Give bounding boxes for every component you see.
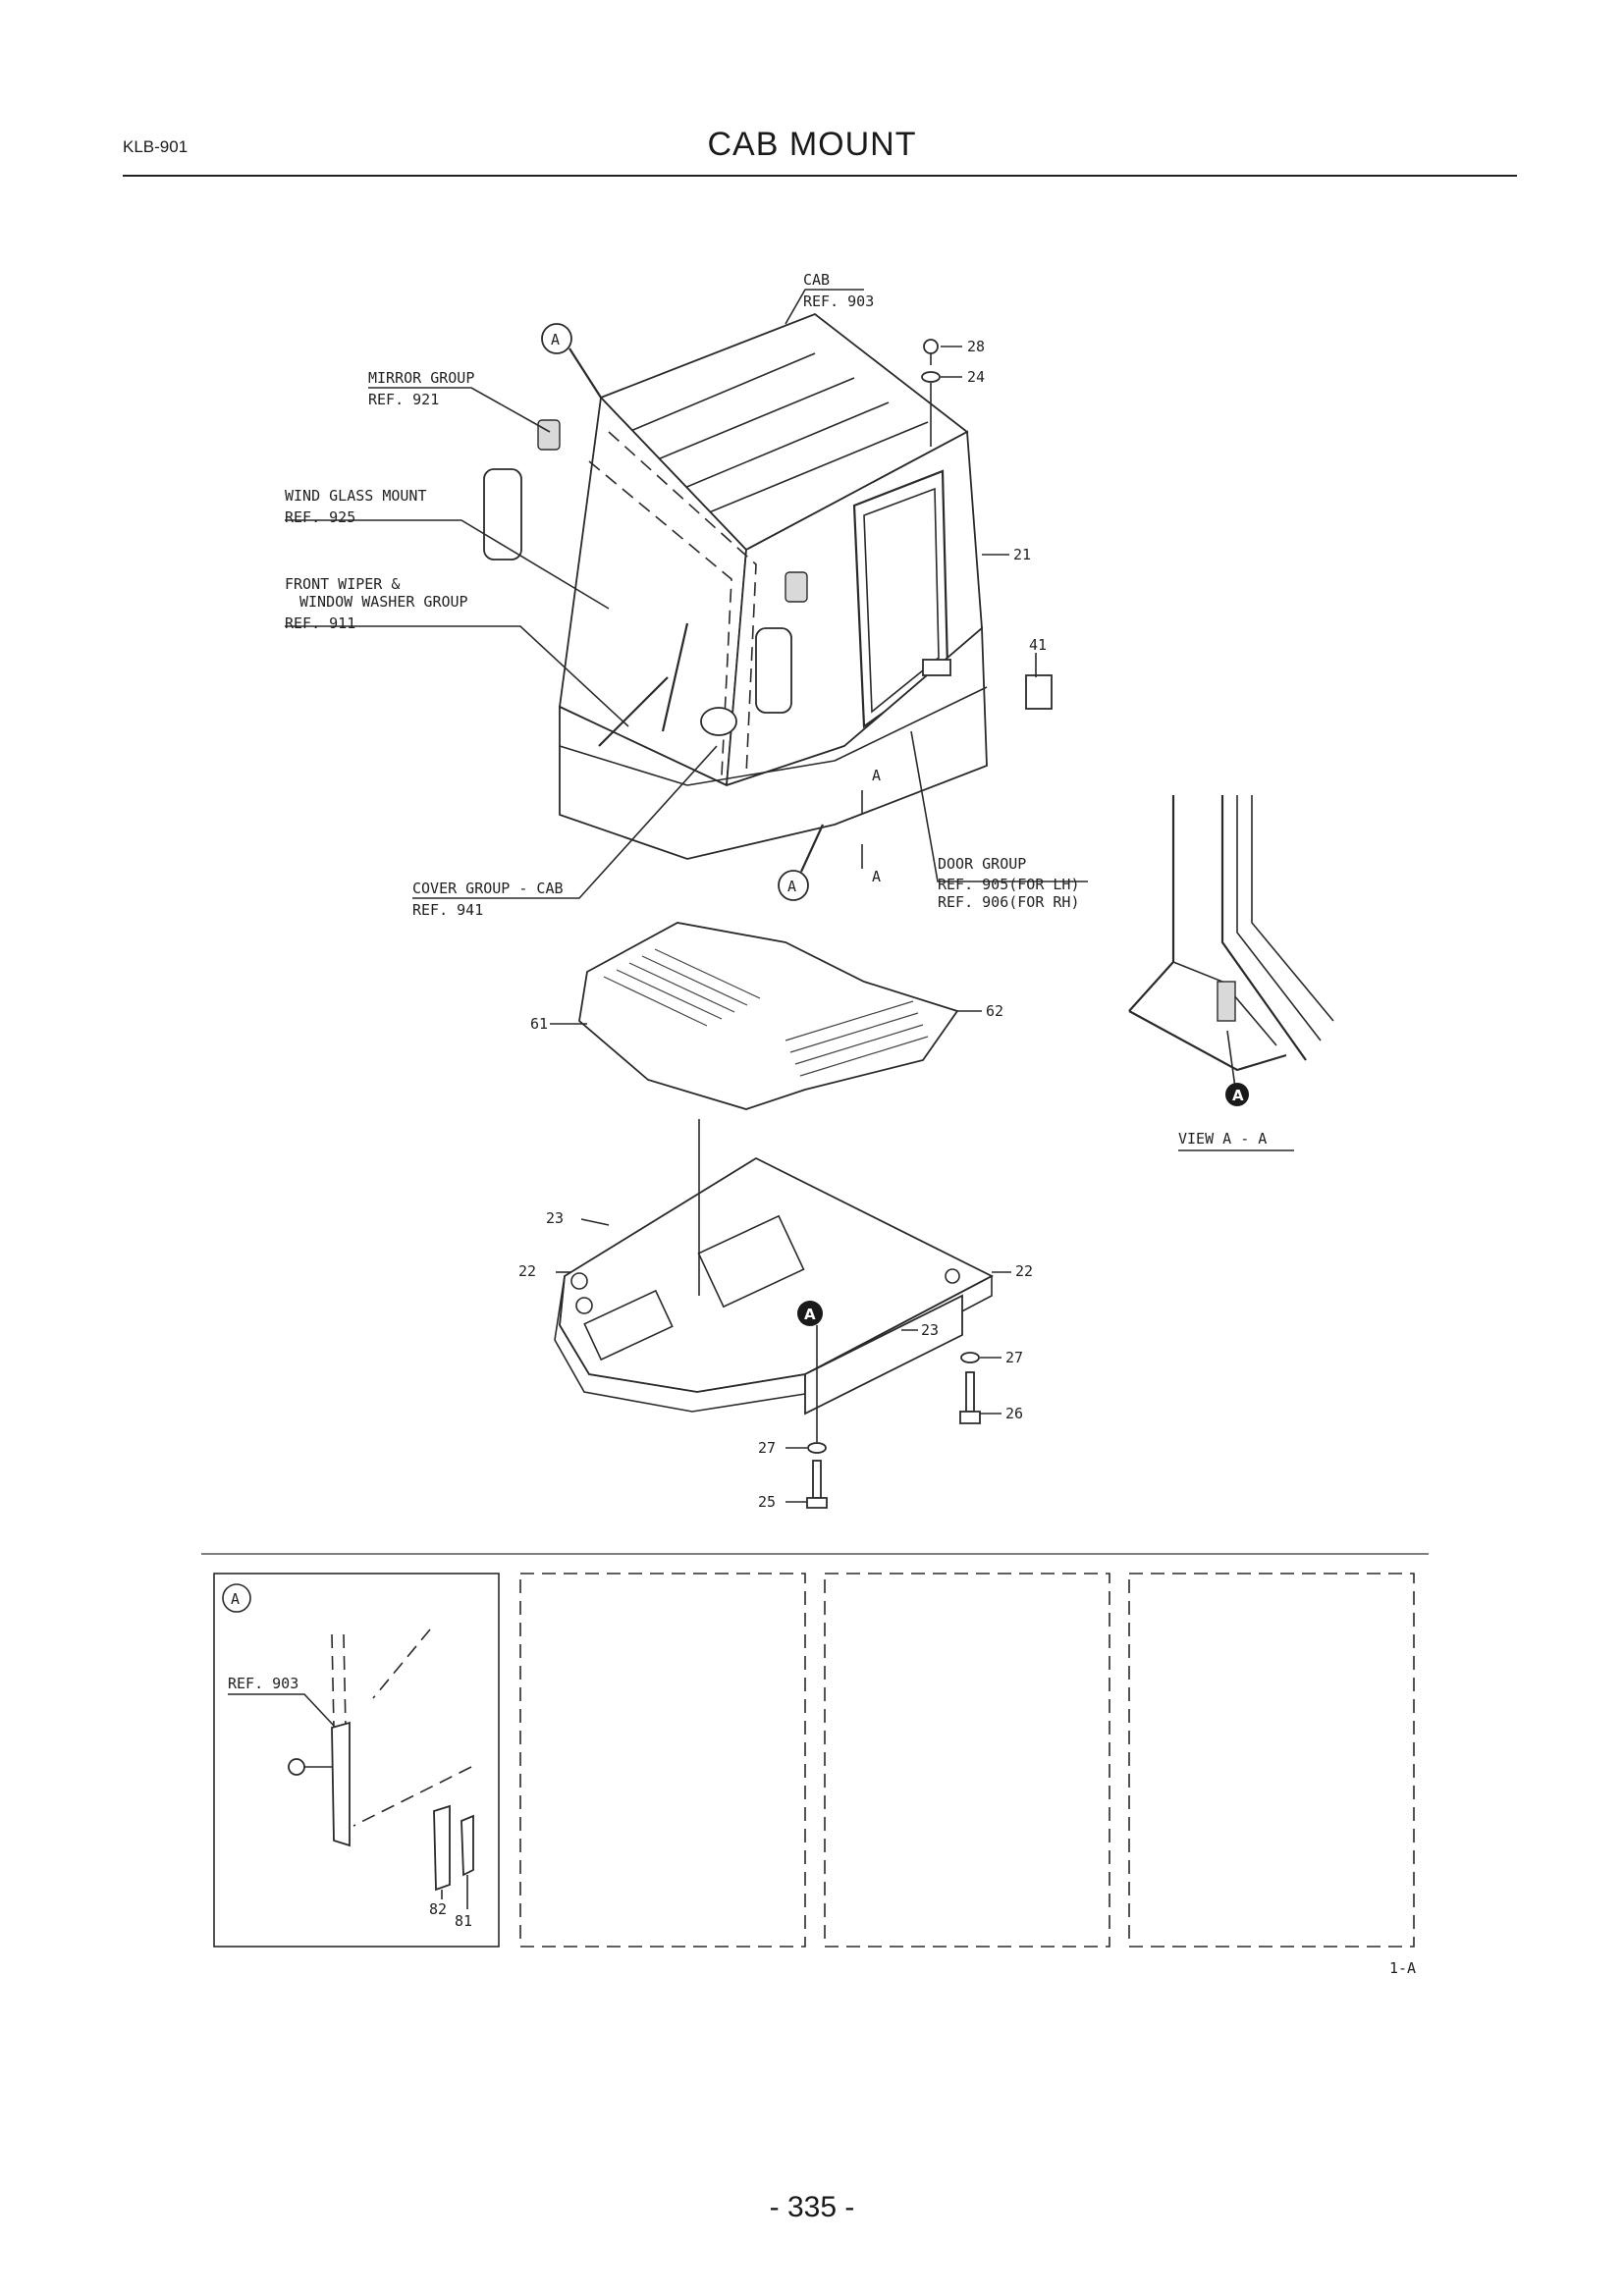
part-28: 28 (967, 338, 985, 355)
part-27-right: 27 (1005, 1349, 1023, 1366)
cab-ref: REF. 903 (803, 293, 874, 310)
cut-mark-a-bottom: A (872, 868, 881, 885)
wiper-label-2: WINDOW WASHER GROUP (299, 593, 468, 611)
detail-ref: REF. 903 (228, 1675, 298, 1692)
cab-label: CAB (803, 271, 830, 289)
part-24: 24 (967, 368, 985, 386)
part-27-center: 27 (758, 1439, 776, 1457)
cover-group-label: COVER GROUP - CAB (412, 880, 564, 897)
document-code: KLB-901 (123, 137, 189, 156)
header-rule (123, 175, 1517, 177)
door-group-ref-rh: REF. 906(FOR RH) (938, 893, 1080, 911)
detail-a-marker: A (231, 1590, 240, 1608)
door-group-label: DOOR GROUP (938, 855, 1026, 873)
wind-glass-ref: REF. 925 (285, 508, 355, 526)
floor-plate-drawing: A (554, 1119, 1011, 1509)
wiper-ref: REF. 911 (285, 614, 355, 632)
cut-mark-a-top: A (872, 767, 881, 784)
part-81: 81 (455, 1912, 472, 1930)
part-21: 21 (1013, 546, 1031, 563)
part-23-lower: 23 (921, 1321, 939, 1339)
figure-reference: 1-A (1389, 1959, 1416, 1977)
page-number: - 335 - (769, 2191, 855, 2223)
part-22-right: 22 (1015, 1262, 1033, 1280)
wiper-label-1: FRONT WIPER & (285, 575, 400, 593)
floor-section-marker: A (804, 1306, 816, 1323)
part-62: 62 (986, 1002, 1003, 1020)
door-group-ref-lh: REF. 905(FOR LH) (938, 876, 1080, 893)
floor-mats-drawing (550, 922, 982, 1110)
section-a-marker-bottom: A (787, 878, 796, 895)
mirror-group-ref: REF. 921 (368, 391, 439, 408)
view-aa-drawing: A VIEW A - A (1128, 795, 1334, 1151)
section-a-marker-top: A (551, 331, 560, 348)
cover-group-ref: REF. 941 (412, 901, 483, 919)
view-aa-marker: A (1232, 1087, 1244, 1104)
part-25: 25 (758, 1493, 776, 1511)
page-title: CAB MOUNT (707, 126, 917, 163)
empty-detail-box-3 (1128, 1573, 1415, 1948)
mirror-group-label: MIRROR GROUP (368, 369, 474, 387)
empty-detail-box-2 (824, 1573, 1110, 1948)
part-41: 41 (1029, 636, 1047, 654)
view-aa-label: VIEW A - A (1178, 1130, 1267, 1148)
wind-glass-label: WIND GLASS MOUNT (285, 487, 427, 505)
cab-drawing: A A A A (483, 312, 1053, 901)
detail-a-panel: A REF. 903 82 81 (213, 1573, 500, 1948)
empty-detail-box-1 (519, 1573, 806, 1948)
cab-leaders (285, 289, 1088, 899)
part-61: 61 (530, 1015, 548, 1033)
part-26: 26 (1005, 1405, 1023, 1422)
part-23-upper: 23 (546, 1209, 564, 1227)
part-22-left: 22 (518, 1262, 536, 1280)
part-82: 82 (429, 1900, 447, 1918)
